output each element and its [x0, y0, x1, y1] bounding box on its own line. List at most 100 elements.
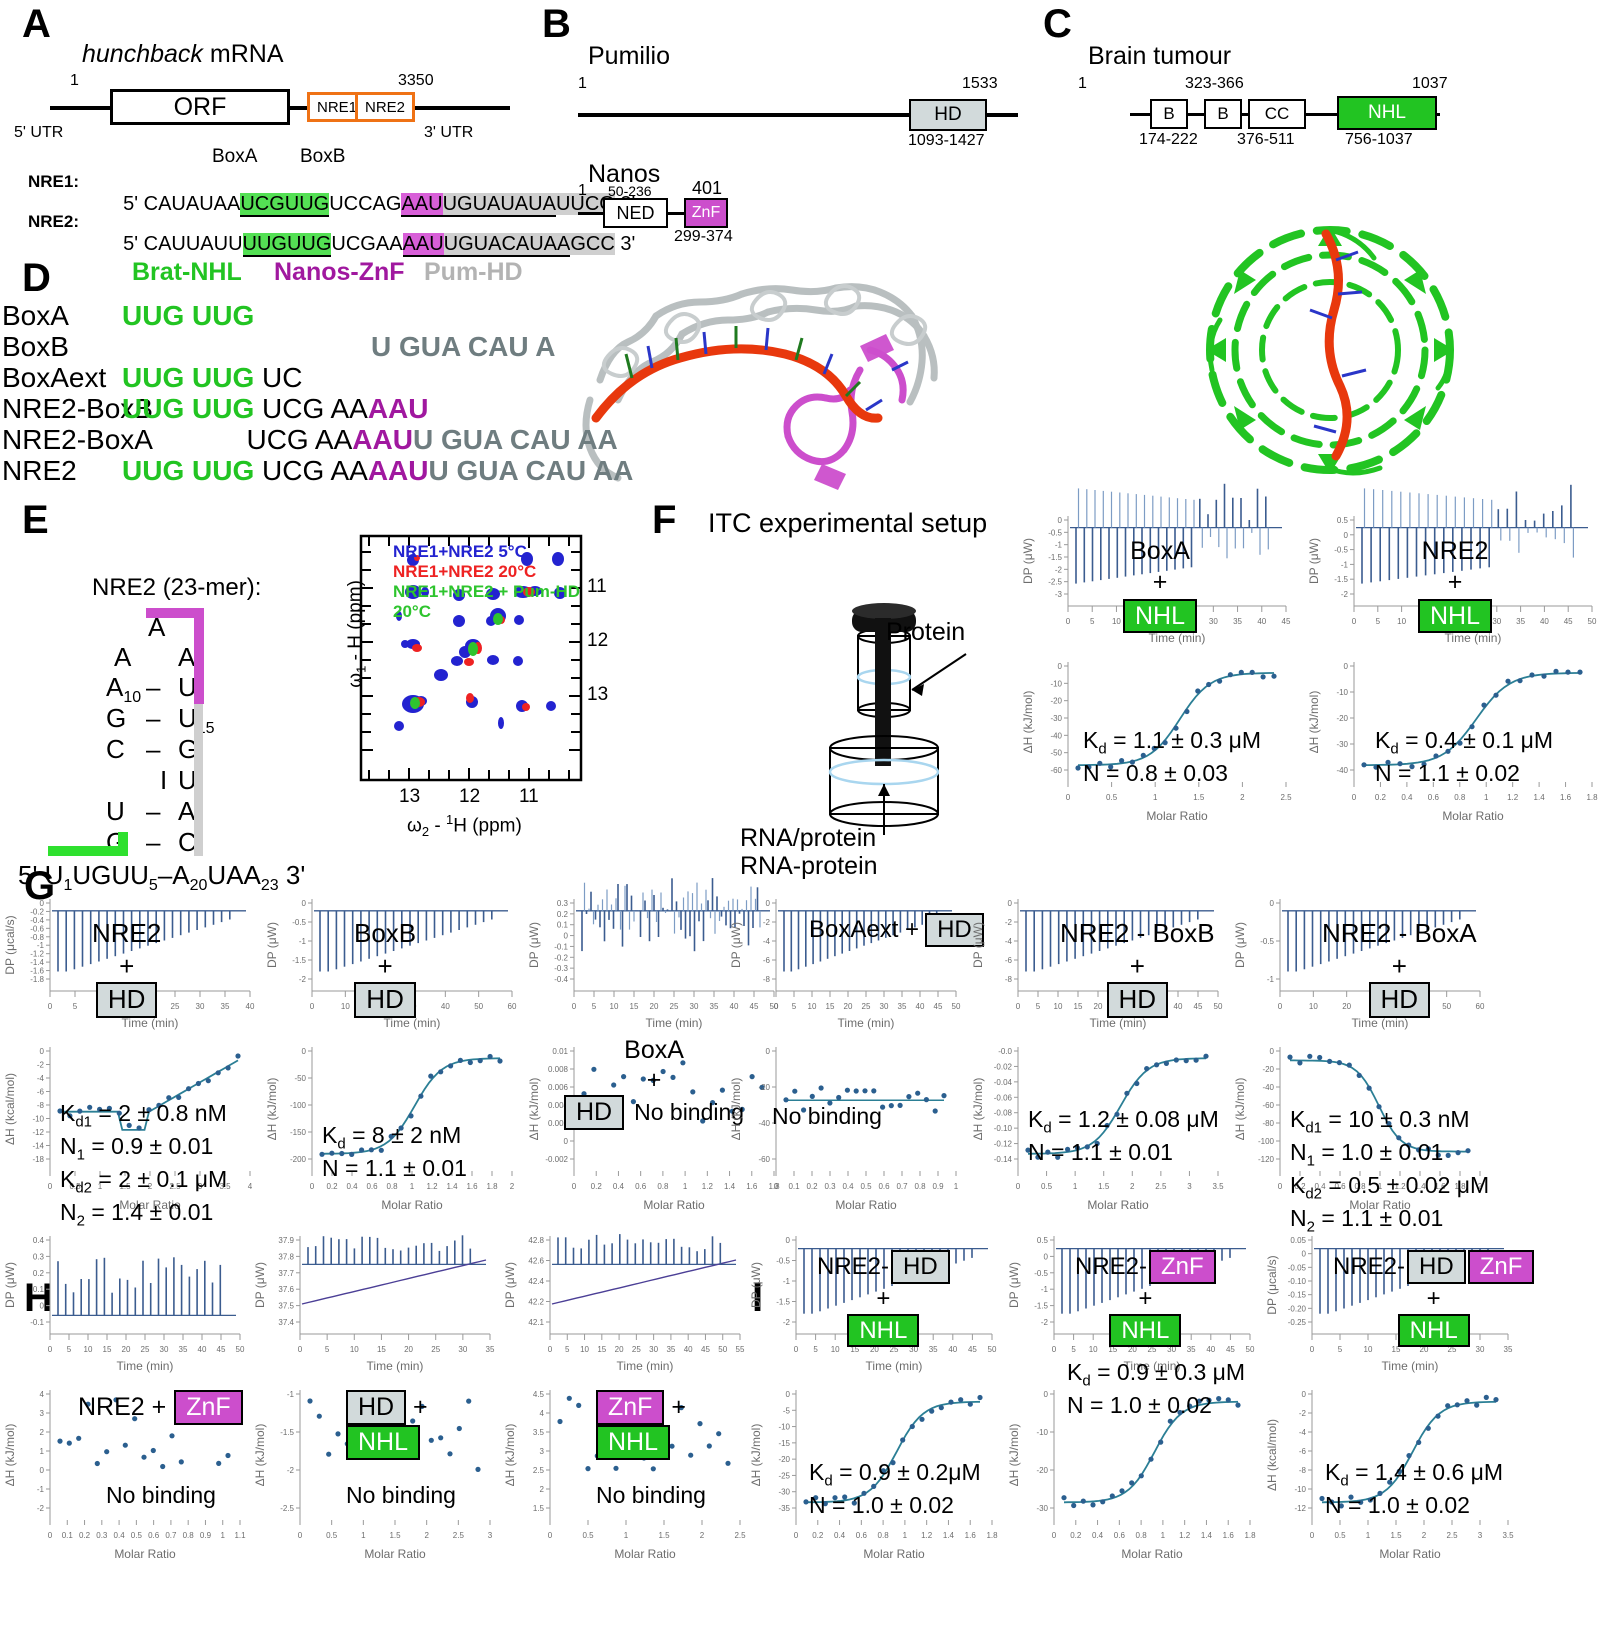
svg-text:-2.5: -2.5 — [280, 1504, 294, 1513]
svg-text:0.8: 0.8 — [386, 1182, 398, 1191]
svg-text:45: 45 — [1194, 1002, 1203, 1011]
ligand-name: NRE2 + — [78, 1393, 167, 1422]
svg-text:0: 0 — [1044, 1252, 1049, 1261]
svg-text:20: 20 — [1094, 1002, 1103, 1011]
plus-sign: + — [119, 950, 135, 981]
svg-text:25: 25 — [141, 1345, 150, 1354]
brat-cc-label: CC — [1264, 104, 1290, 123]
brat-nhl-range: 756-1037 — [1345, 131, 1413, 148]
nmr-peaks — [394, 552, 566, 731]
svg-text:0: 0 — [40, 1302, 45, 1311]
fit-line: N1 = 0.9 ± 0.01 — [60, 1133, 214, 1164]
itc-setup-title: ITC experimental setup — [708, 508, 988, 538]
svg-text:-10: -10 — [778, 1423, 790, 1432]
svg-text:20: 20 — [1128, 1345, 1137, 1354]
svg-text:50: 50 — [1214, 1002, 1223, 1011]
svg-text:Molar Ratio: Molar Ratio — [1349, 1198, 1411, 1212]
svg-text:60: 60 — [508, 1002, 517, 1011]
svg-text:30: 30 — [458, 1345, 467, 1354]
sample-label: NRE2+HD — [92, 917, 161, 1018]
svg-text:-0.5: -0.5 — [1334, 546, 1348, 555]
svg-text:Molar Ratio: Molar Ratio — [364, 1547, 426, 1561]
svg-text:DP (μW): DP (μW) — [1021, 538, 1035, 584]
svg-text:15: 15 — [597, 1345, 606, 1354]
svg-text:1: 1 — [683, 1182, 688, 1191]
svg-text:1: 1 — [361, 1531, 366, 1540]
svg-text:1.4: 1.4 — [1414, 1182, 1426, 1191]
svg-text:2: 2 — [540, 1485, 545, 1494]
svg-text:-18: -18 — [32, 1155, 44, 1164]
svg-text:-20: -20 — [778, 1455, 790, 1464]
svg-text:0: 0 — [786, 1390, 791, 1399]
svg-text:0.008: 0.008 — [548, 1065, 569, 1074]
ligand-name: BoxA — [624, 1036, 684, 1064]
svg-text:0.4: 0.4 — [1092, 1531, 1104, 1540]
brat-b2-range: 323-366 — [1185, 75, 1244, 92]
svg-text:25: 25 — [632, 1345, 641, 1354]
svg-text:-6: -6 — [763, 956, 771, 965]
svg-text:0.2: 0.2 — [79, 1531, 91, 1540]
svg-text:30: 30 — [909, 1345, 918, 1354]
pum-nanos-structure — [582, 283, 938, 490]
svg-text:0.9: 0.9 — [932, 1182, 944, 1191]
fit-line: Kd2 = 0.5 ± 0.02 μM — [1290, 1172, 1490, 1203]
svg-text:15: 15 — [630, 1002, 639, 1011]
fit-line: N1 = 1.0 ± 0.01 — [1290, 1139, 1444, 1170]
svg-text:-6: -6 — [37, 1088, 45, 1097]
svg-text:-8: -8 — [37, 1101, 45, 1110]
svg-text:0: 0 — [310, 1182, 315, 1191]
svg-text:35: 35 — [1504, 1345, 1513, 1354]
nmr-ylabel-rest: - H (ppm) — [344, 580, 366, 666]
svg-text:10: 10 — [1112, 617, 1121, 626]
svg-text:0.3: 0.3 — [824, 1182, 836, 1191]
svg-text:-12: -12 — [32, 1128, 44, 1137]
svg-text:1.5: 1.5 — [1193, 793, 1205, 802]
hairpin-base: A — [148, 612, 166, 642]
svg-text:35: 35 — [666, 1345, 675, 1354]
svg-text:-0.2: -0.2 — [554, 953, 568, 962]
svg-text:ΔH (kJ/mol): ΔH (kJ/mol) — [971, 1078, 985, 1141]
svg-text:2.5: 2.5 — [1155, 1182, 1167, 1191]
tag-nhl: NHL — [847, 1313, 920, 1348]
svg-text:30: 30 — [1492, 617, 1501, 626]
svg-text:0.7: 0.7 — [165, 1531, 177, 1540]
svg-text:3: 3 — [40, 1409, 45, 1418]
svg-text:35: 35 — [1233, 617, 1242, 626]
svg-text:-6: -6 — [1299, 1447, 1307, 1456]
svg-text:-2: -2 — [1055, 565, 1063, 574]
nmr-legend-3: NRE1+NRE2 + Pum-HD 20°C — [393, 582, 581, 621]
fit-line: N2 = 1.1 ± 0.01 — [1290, 1205, 1444, 1236]
hairpin-base: I — [160, 765, 168, 795]
boxa-label: BoxA — [212, 146, 258, 167]
nre2-box-label: NRE2 — [364, 98, 405, 116]
svg-text:2: 2 — [1240, 793, 1245, 802]
svg-text:-0.20: -0.20 — [1288, 1304, 1307, 1313]
nmr-legend: NRE1+NRE2 5°C NRE1+NRE2 20°C NRE1+NRE2 +… — [393, 542, 615, 622]
svg-text:0: 0 — [298, 1345, 303, 1354]
svg-text:0.5: 0.5 — [582, 1531, 594, 1540]
sample-label: BoxA+NHL — [1123, 536, 1198, 634]
svg-text:-0.5: -0.5 — [292, 918, 306, 927]
panel-a-start: 1 — [70, 72, 79, 89]
svg-text:-150: -150 — [290, 1128, 307, 1137]
panel-label-d: D — [22, 256, 51, 300]
panel-d-row: NRE2-BoxA UCG AAAAUU GUA CAU AA — [0, 424, 618, 455]
svg-text:-2: -2 — [763, 918, 771, 927]
svg-text:-14: -14 — [32, 1142, 44, 1151]
nanos-znf-header: Nanos-ZnF — [274, 258, 405, 286]
svg-text:2.5: 2.5 — [734, 1531, 746, 1540]
svg-text:20: 20 — [1420, 1345, 1429, 1354]
svg-text:-10: -10 — [32, 1115, 44, 1124]
brat-b2-box: B — [1204, 99, 1242, 129]
itc-protein-label: Protein — [886, 618, 966, 646]
svg-text:-0.05: -0.05 — [1288, 1263, 1307, 1272]
tag-hd: HD — [354, 982, 416, 1018]
svg-text:ΔH (kJ/mol): ΔH (kJ/mol) — [729, 1078, 743, 1141]
svg-text:42.8: 42.8 — [528, 1236, 544, 1245]
svg-text:1.5: 1.5 — [1390, 1531, 1402, 1540]
svg-text:ΔH (kJ/mol): ΔH (kJ/mol) — [503, 1424, 517, 1487]
